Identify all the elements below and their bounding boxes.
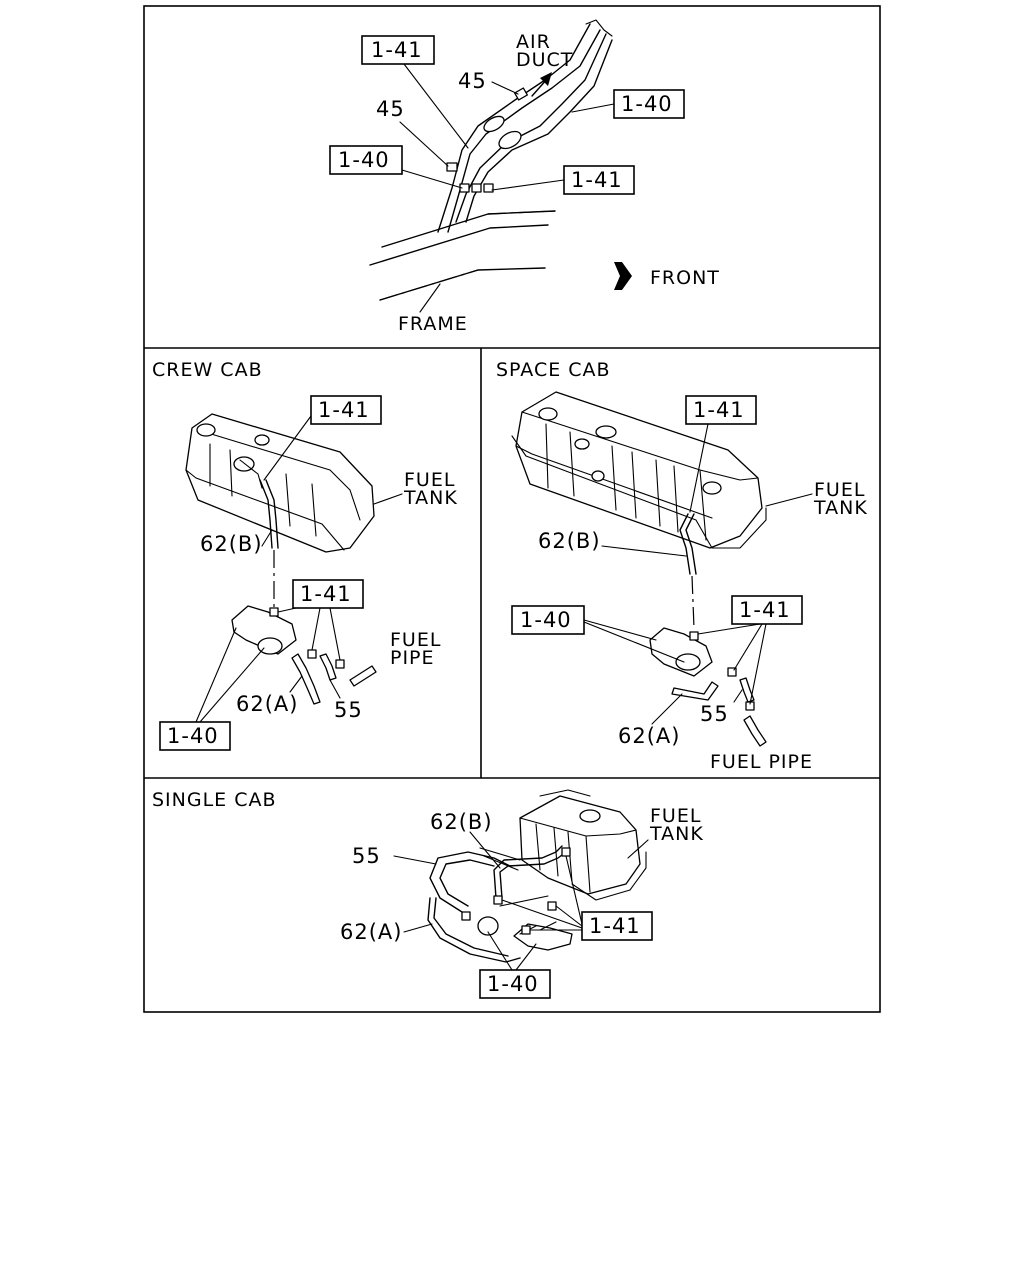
hose-62b (265, 479, 279, 549)
callout-box (479, 969, 551, 999)
fuel-tank (519, 795, 641, 895)
single-cab-panel: SINGLE CAB 62(B) FUE (152, 789, 704, 999)
hose-62a (433, 897, 509, 957)
arrow-head-icon (540, 72, 552, 86)
callout-45: 45 (376, 97, 405, 121)
space-cab-panel: SPACE CAB 1-41 FUEL (496, 359, 868, 773)
callout-45: 45 (458, 69, 487, 93)
callout-55: 55 (700, 702, 729, 726)
callout-box (159, 721, 231, 751)
callout-62b: 62(B) (200, 532, 263, 556)
top-panel: AIR DUCT 1-41 45 1-40 45 1-40 1-41 FRONT… (329, 19, 720, 335)
hose-62b (259, 479, 273, 549)
callout-box (731, 595, 803, 625)
single-cab-title: SINGLE CAB (152, 789, 277, 811)
callout-62a: 62(A) (618, 724, 680, 748)
callout-62a: 62(A) (236, 692, 298, 716)
callout-1-40: 1-40 (167, 724, 219, 748)
hose-62b (679, 513, 691, 575)
fuel-pipe-label: PIPE (390, 647, 435, 669)
fuel-pipe (743, 715, 767, 747)
callout-box (361, 35, 435, 65)
clip-icon (483, 183, 494, 193)
callout-1-41: 1-41 (693, 398, 745, 422)
hose-62a (671, 681, 719, 701)
air-duct-label: AIR (516, 31, 551, 53)
canister (257, 637, 283, 655)
hose-joint (498, 130, 522, 150)
hose-joint (483, 115, 505, 133)
frame-rail (379, 267, 546, 301)
fuel-tank (515, 391, 763, 549)
hose-55 (739, 677, 755, 703)
hose-55 (319, 653, 337, 681)
callout-1-41: 1-41 (300, 582, 352, 606)
callout-62b: 62(B) (430, 810, 493, 834)
front-label: FRONT (650, 267, 720, 289)
callout-55: 55 (352, 844, 381, 868)
callout-box (685, 395, 757, 425)
frame-rail-dashed (487, 210, 556, 215)
frame-rail-dashed (379, 269, 479, 301)
clip-icon (446, 162, 458, 172)
air-duct-label: DUCT (516, 49, 573, 71)
fuel-tank-label: TANK (813, 497, 868, 519)
front-arrow-icon (614, 262, 632, 290)
callout-1-40: 1-40 (621, 92, 673, 116)
hose-55 (439, 859, 495, 907)
callout-box (581, 911, 653, 941)
callout-1-41: 1-41 (589, 914, 641, 938)
fuel-tank-label: FUEL (814, 479, 865, 501)
callout-box (329, 145, 403, 175)
callout-box (292, 579, 364, 609)
fuel-tank (185, 413, 375, 553)
diagram-frame (143, 5, 881, 1013)
canister (477, 916, 499, 936)
clip-icon (459, 183, 470, 193)
fuel-tank-label: FUEL (650, 805, 701, 827)
callout-1-40: 1-40 (338, 148, 390, 172)
vent-hose-end (585, 19, 613, 37)
callout-box (310, 395, 382, 425)
fuel-pipe (349, 665, 377, 687)
callout-55: 55 (334, 698, 363, 722)
fuel-tank-label: FUEL (404, 469, 455, 491)
hose-62a (291, 653, 321, 705)
callout-1-40: 1-40 (487, 972, 539, 996)
frame-rail (369, 224, 549, 266)
hose-62a (427, 897, 521, 963)
canister (675, 653, 701, 671)
fuel-tank-label: TANK (403, 487, 458, 509)
hose-62b (493, 845, 563, 899)
callout-1-41: 1-41 (318, 398, 370, 422)
callout-62a: 62(A) (340, 920, 402, 944)
callout-1-40: 1-40 (520, 608, 572, 632)
space-cab-title: SPACE CAB (496, 359, 611, 381)
crew-cab-panel: CREW CAB 1-41 FUEL TANK 62(B) (152, 359, 458, 751)
hose-55 (429, 851, 511, 913)
fuel-tank-label: TANK (649, 823, 704, 845)
hose-62b (685, 513, 697, 575)
fuel-pipe-label: FUEL (390, 629, 441, 651)
callout-1-41: 1-41 (739, 598, 791, 622)
frame-rail (381, 210, 556, 248)
callout-1-41: 1-41 (571, 168, 623, 192)
fuel-pipe-label: FUEL PIPE (710, 751, 813, 773)
frame-label: FRAME (398, 313, 468, 335)
hose-62b (499, 851, 567, 899)
crew-cab-title: CREW CAB (152, 359, 263, 381)
vent-hose (437, 23, 591, 233)
clip-icon (514, 87, 528, 101)
clip-icon (471, 183, 482, 193)
callout-62b: 62(B) (538, 529, 601, 553)
callout-1-41: 1-41 (371, 38, 423, 62)
callout-box (613, 89, 685, 119)
callout-box (563, 165, 635, 195)
